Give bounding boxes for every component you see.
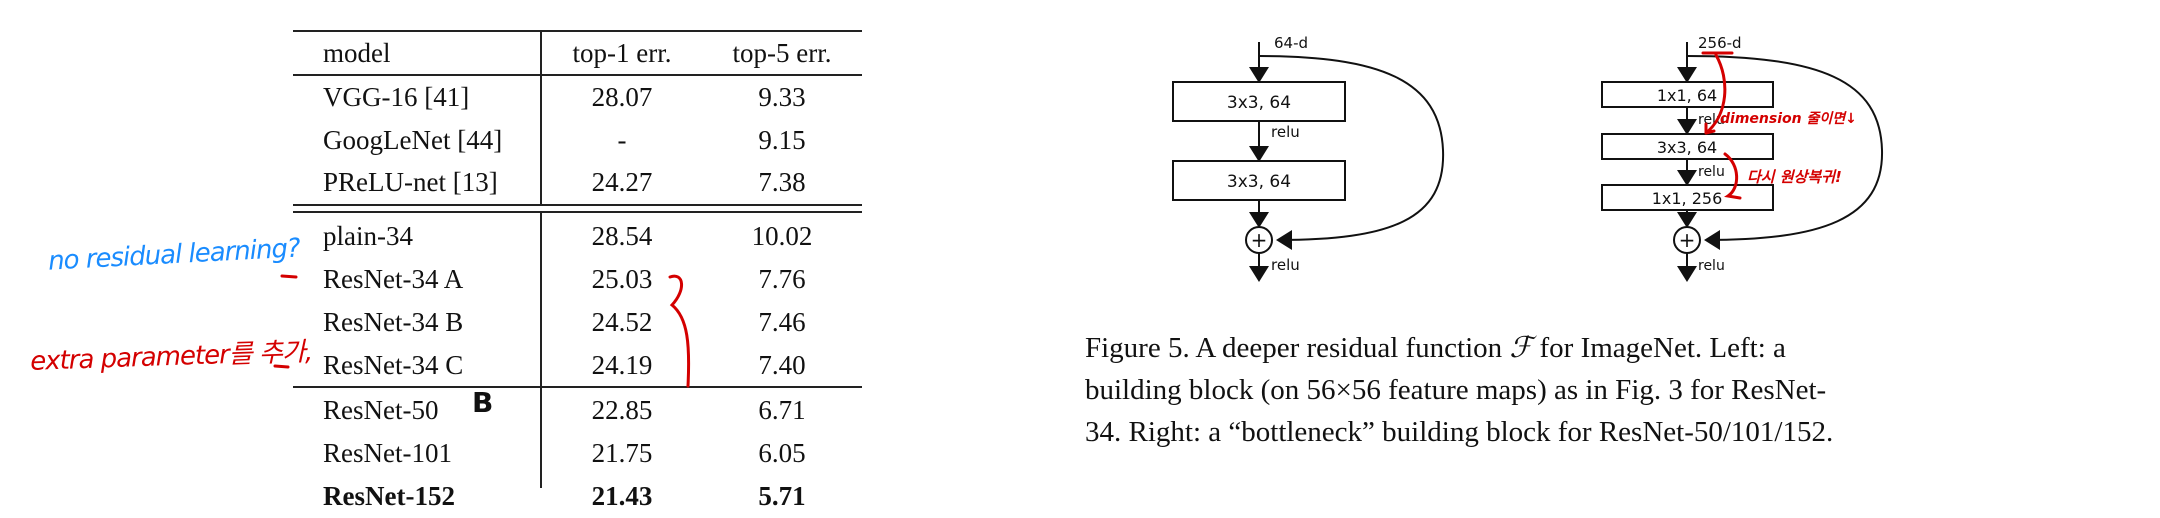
shortcut-connection (1686, 55, 1884, 250)
top1-value: 25.03 (591, 264, 653, 294)
model-name: ResNet-34 B (323, 307, 464, 337)
results-table: model top-1 err. top-5 err. VGG-16 [41] … (293, 0, 862, 511)
top1-value: 28.54 (591, 221, 653, 251)
top1-value: 24.52 (591, 307, 653, 337)
top1-value: 28.07 (591, 82, 653, 112)
table-row: VGG-16 [41] 28.07 9.33 (293, 76, 862, 119)
conv-block-label: 1x1, 64 (1657, 86, 1717, 105)
top5-value: 6.71 (758, 395, 806, 425)
caption-text: for ImageNet. Left: a (1532, 332, 1786, 364)
group-rule (293, 386, 862, 388)
column-divider (540, 211, 542, 488)
header-rule (293, 74, 862, 76)
top5-value: 10.02 (751, 221, 813, 251)
header-top1: top-1 err. (572, 38, 672, 68)
annotation-dim-reduce: dimension 줄이면↓ (1720, 111, 1857, 127)
annotation-marks (273, 274, 691, 388)
top1-value: 24.27 (591, 167, 653, 197)
header-model: model (323, 38, 391, 68)
annotation-resnet50-mark: B (472, 386, 493, 419)
red-brace-mark (1723, 152, 1742, 200)
model-name: ResNet-34 A (323, 264, 464, 294)
relu-label: relu (1271, 256, 1300, 274)
caption-line: building block (on 56×56 feature maps) a… (1085, 374, 1827, 406)
top5-value: 7.76 (758, 264, 806, 294)
top1-value: 21.75 (591, 438, 653, 468)
model-name: ResNet-50 (323, 395, 439, 425)
header-row: model top-1 err. top-5 err. (293, 32, 862, 75)
relu-label: relu (1698, 164, 1725, 180)
conv-block-label: 3x3, 64 (1657, 138, 1717, 157)
red-dash-mark (273, 364, 290, 369)
relu-label: relu (1698, 258, 1725, 274)
table-row: ResNet-34 C 24.19 7.40 (293, 344, 862, 387)
top5-value: 7.40 (758, 350, 806, 380)
shortcut-connection (1258, 55, 1445, 250)
caption-line: Figure 5. A deeper residual function ℱ f… (1085, 326, 1945, 369)
conv-block-label: 3x3, 64 (1227, 172, 1291, 192)
input-dim-label: 64-d (1274, 34, 1308, 52)
conv-block (1601, 81, 1774, 108)
double-rule-bottom (293, 211, 862, 213)
model-name: PReLU-net [13] (323, 167, 498, 197)
relu-label: relu (1271, 123, 1300, 141)
figure-caption: Figure 5. A deeper residual function ℱ f… (1085, 326, 1945, 453)
top5-value: 6.05 (758, 438, 806, 468)
model-name: ResNet-34 C (323, 350, 464, 380)
table-row: plain-34 28.54 10.02 (293, 215, 862, 258)
column-divider (540, 30, 542, 206)
table-row: ResNet-34 A 25.03 7.76 (293, 258, 862, 301)
conv-block-label: 1x1, 256 (1652, 189, 1723, 208)
annotation-restore: 다시 원상복귀! (1747, 168, 1842, 186)
table-top-rule (293, 30, 862, 32)
model-name: GoogLeNet [44] (323, 125, 503, 155)
table-row: ResNet-101 21.75 6.05 (293, 432, 862, 475)
table-row: GoogLeNet [44] - 9.15 (293, 119, 862, 162)
top5-value: 7.38 (758, 167, 806, 197)
conv-block (1601, 133, 1774, 160)
table-row: ResNet-50 22.85 6.71 (293, 389, 862, 432)
top5-value: 9.33 (758, 82, 806, 112)
caption-text: Figure 5. A deeper residual function (1085, 332, 1510, 364)
function-symbol: ℱ (1509, 330, 1533, 364)
model-name: VGG-16 [41] (323, 82, 470, 112)
top5-value: 9.15 (758, 125, 806, 155)
model-name: plain-34 (323, 221, 413, 251)
basic-block-diagram: 64-d 3x3, 64 relu 3x3, 64 + relu (1172, 34, 1445, 282)
double-rule-top (293, 204, 862, 206)
top5-value: 7.46 (758, 307, 806, 337)
conv-block (1172, 160, 1346, 201)
input-dim-label: 256-d (1698, 34, 1742, 52)
table-row: PReLU-net [13] 24.27 7.38 (293, 161, 862, 204)
header-top5: top-5 err. (732, 38, 832, 68)
bottleneck-block-diagram: 256-d 1x1, 64 relu 3x3, 64 relu 1x1, 256… (1601, 34, 1884, 282)
table-row: ResNet-34 B 24.52 7.46 (293, 301, 862, 344)
top1-value: 22.85 (591, 395, 653, 425)
red-brace-mark (668, 274, 691, 388)
red-dash-mark (280, 274, 298, 279)
sum-symbol: + (1679, 228, 1696, 252)
top1-value: - (617, 125, 627, 155)
top1-value: 24.19 (591, 350, 653, 380)
red-arrow-mark (1704, 53, 1727, 135)
conv-block-label: 3x3, 64 (1227, 93, 1291, 113)
model-name: ResNet-101 (323, 438, 452, 468)
sum-symbol: + (1251, 228, 1268, 252)
caption-line: 34. Right: a “bottleneck” building block… (1085, 416, 1834, 448)
